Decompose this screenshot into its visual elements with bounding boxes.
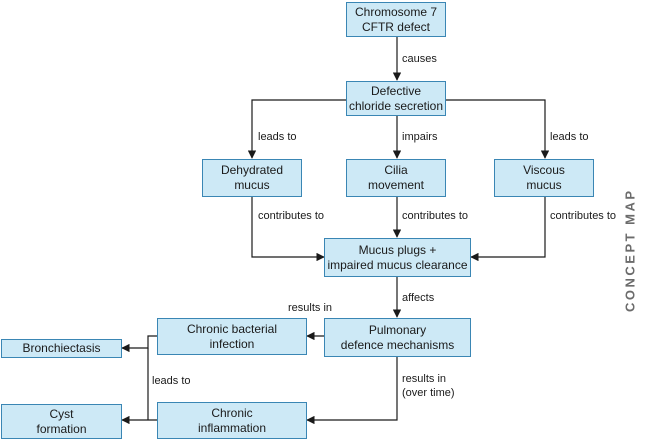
node-cilia-movement: Cilia movement (346, 159, 446, 197)
node-chronic-inflammation: Chronic inflammation (157, 402, 307, 439)
node-dehydrated-mucus: Dehydrated mucus (202, 159, 302, 197)
edge-pulmonary-inflammation (306, 357, 398, 425)
edge-defective-dehydrated (247, 99, 346, 159)
edge-label-causes: causes (402, 53, 437, 65)
edge-label-contributes-cilia: contributes to (402, 210, 469, 222)
edge-label-leads-to-viscous: leads to (550, 131, 589, 143)
edge-label-contributes-viscous: contributes to (550, 210, 617, 222)
edge-label-contributes-dehydrated: contributes to (258, 210, 325, 222)
edge-inflammation-cyst (122, 348, 157, 420)
edge-label-leads-to-dehydrated: leads to (258, 131, 297, 143)
node-viscous-mucus: Viscous mucus (494, 159, 594, 197)
edge-label-leads-to-bronchiectasis: leads to (152, 375, 191, 387)
node-defective-chloride-secretion: Defective chloride secretion (346, 81, 446, 116)
node-chronic-bacterial-infection: Chronic bacterial infection (157, 318, 307, 355)
edge-bacterial-bronchiectasis (121, 335, 157, 353)
edge-viscous-plugs (470, 197, 546, 262)
edge-dehydrated-plugs (251, 197, 325, 262)
node-bronchiectasis: Bronchiectasis (1, 339, 122, 358)
edge-label-results-in-bacterial: results in (288, 302, 333, 314)
node-chromosome-defect: Chromosome 7 CFTR defect (346, 2, 446, 37)
edge-label-impairs: impairs (402, 131, 438, 143)
node-cyst-formation: Cyst formation (1, 404, 122, 439)
edge-label-results-in-inflammation: results in (over time) (402, 373, 455, 399)
node-mucus-plugs: Mucus plugs + impaired mucus clearance (324, 238, 471, 277)
edge-defective-viscous (446, 99, 550, 159)
edge-label-affects: affects (402, 292, 435, 304)
side-label-concept-map: CONCEPT MAP (622, 188, 638, 312)
node-pulmonary-defence: Pulmonary defence mechanisms (324, 318, 471, 357)
